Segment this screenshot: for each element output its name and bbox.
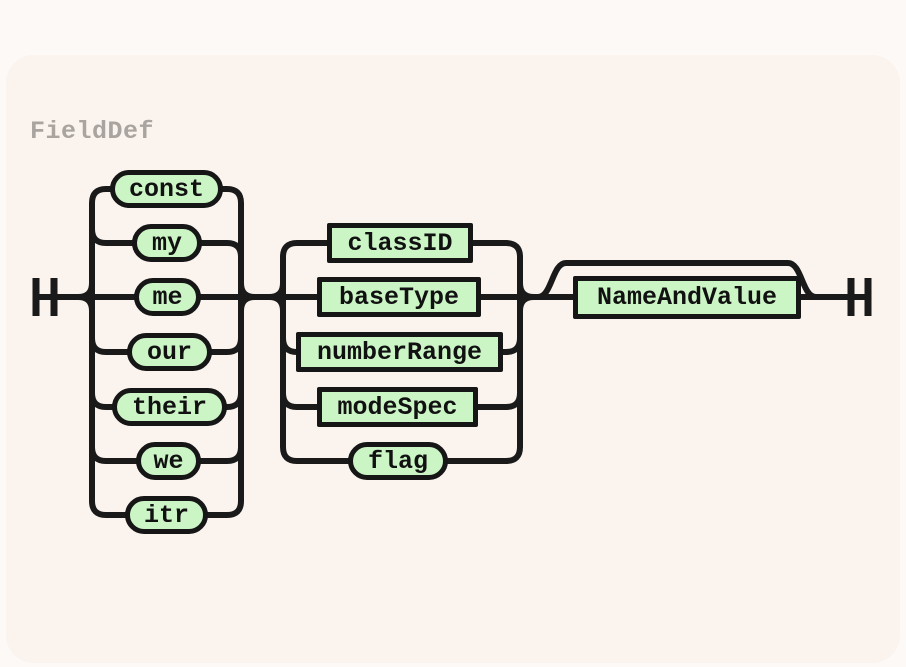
end-terminal-icon	[847, 278, 872, 316]
terminal-their: their	[112, 388, 227, 426]
optional-skip-rail	[537, 260, 817, 300]
terminal-my: my	[132, 224, 202, 262]
terminal-our: our	[127, 333, 212, 371]
terminal-flag: flag	[348, 442, 448, 480]
terminal-we: we	[136, 442, 201, 480]
group1-choice-rails	[77, 186, 256, 518]
nonterminal-classid: classID	[327, 223, 473, 263]
terminal-me: me	[134, 278, 201, 316]
diagram-title: FieldDef	[30, 117, 155, 146]
nonterminal-nameandvalue: NameAndValue	[573, 276, 801, 319]
group2-choice-rails	[268, 240, 535, 464]
nonterminal-numberrange: numberRange	[296, 332, 503, 372]
nonterminal-modespec: modeSpec	[317, 387, 478, 427]
start-terminal-icon	[32, 278, 58, 316]
terminal-itr: itr	[125, 496, 208, 534]
nonterminal-basetype: baseType	[317, 277, 481, 317]
terminal-const: const	[110, 170, 223, 208]
